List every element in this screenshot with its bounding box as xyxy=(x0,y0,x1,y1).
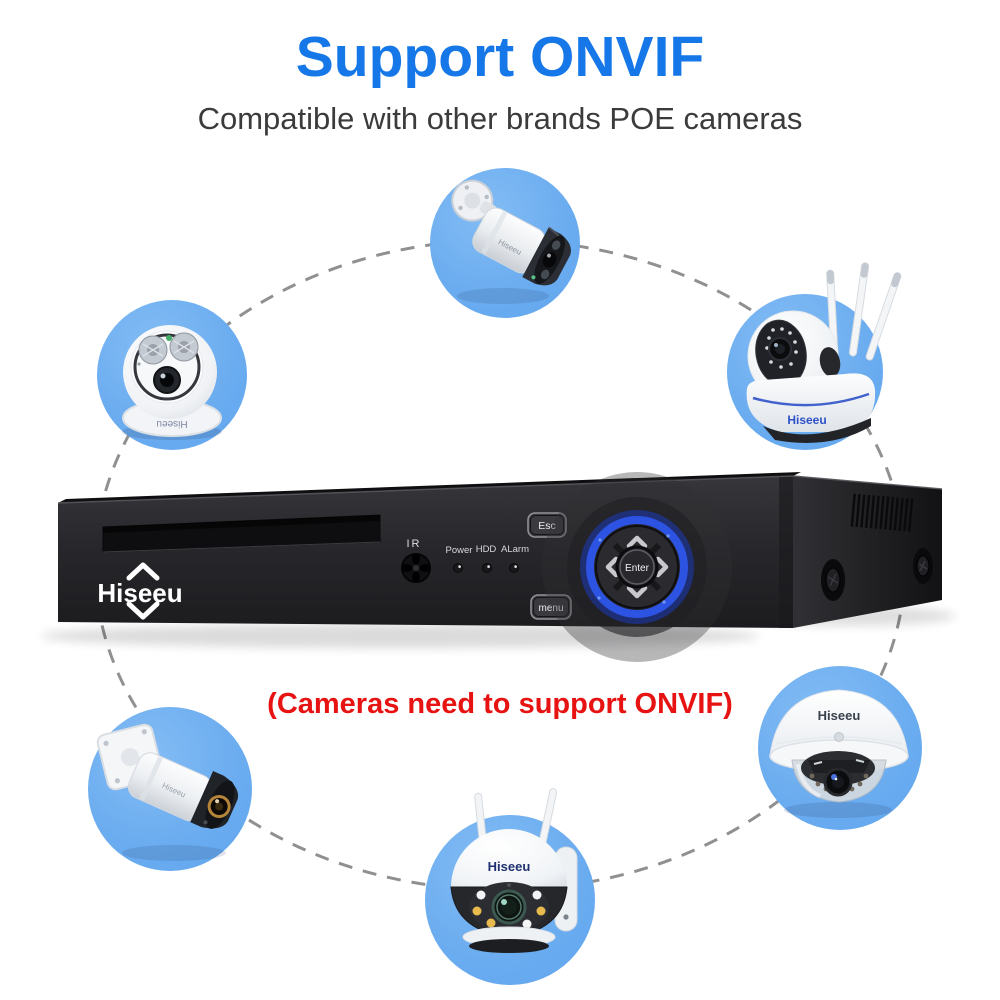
led-lights xyxy=(472,883,546,929)
camera-brand-label: Hiseeu xyxy=(787,413,826,427)
arrow-up-icon xyxy=(626,535,648,549)
svg-text:Hiseeu: Hiseeu xyxy=(97,578,182,608)
bullet-camera-icon: Hiseeu xyxy=(451,179,571,304)
alarm-led xyxy=(509,563,519,573)
ir-label: IR xyxy=(407,538,422,550)
alarm-led-label: ALarm xyxy=(501,544,529,555)
navigation-pad: Enter xyxy=(542,472,732,662)
svg-text:Enter: Enter xyxy=(625,563,650,574)
ptz-camera-icon: Hiseeu xyxy=(450,788,578,953)
camera-brand-label: Hiseeu xyxy=(488,859,531,874)
nav-blue-ring xyxy=(586,516,688,618)
pan-tilt-camera-icon: Hiseeu xyxy=(746,262,902,443)
camera-brand-label: Hiseeu xyxy=(156,418,187,429)
camera-circle-top-left: Hiseeu xyxy=(97,300,247,450)
camera-circle-top-center: Hiseeu xyxy=(430,168,580,318)
compatibility-note: (Cameras need to support ONVIF) xyxy=(267,688,733,720)
brand-logo: Hiseeu xyxy=(97,562,183,620)
esc-button: Esc xyxy=(527,512,567,538)
side-vents xyxy=(850,493,914,532)
camera-circle-bottom-right: Hiseeu xyxy=(758,666,922,830)
camera-lens xyxy=(542,252,557,268)
ir-sensor: IR xyxy=(401,538,431,583)
camera-brand-label: Hiseeu xyxy=(818,708,861,723)
arrow-down-icon xyxy=(626,585,648,599)
arrow-left-icon xyxy=(605,556,619,578)
camera-circle-top-right: Hiseeu xyxy=(727,262,902,450)
wifi-antennas xyxy=(826,262,902,361)
menu-button: menu xyxy=(530,594,572,620)
page-title: Support ONVIF xyxy=(295,25,705,89)
vandal-dome-camera-icon: Hiseeu xyxy=(769,689,909,818)
side-screw xyxy=(821,559,845,601)
side-screw xyxy=(913,548,933,584)
svg-text:Esc: Esc xyxy=(538,520,556,532)
power-led xyxy=(453,563,463,573)
hdd-led xyxy=(482,563,492,573)
camera-circle-bottom-left: Hiseeu xyxy=(88,707,252,871)
page-subtitle: Compatible with other brands POE cameras xyxy=(197,101,803,136)
bullet-camera-icon: Hiseeu xyxy=(96,723,239,861)
front-vent-slot xyxy=(102,514,381,553)
dome-camera-icon: Hiseeu xyxy=(122,325,222,440)
enter-button: Enter xyxy=(615,545,659,589)
power-led-label: Power xyxy=(446,545,473,556)
camera-circle-bottom-center: Hiseeu xyxy=(425,788,595,985)
hdd-led-label: HDD xyxy=(476,544,497,555)
svg-text:menu: menu xyxy=(538,603,563,614)
status-leds: Power HDD ALarm xyxy=(446,544,529,573)
arrow-right-icon xyxy=(655,556,669,578)
nvr-recorder: Hiseeu IR Power HDD ALarm Esc xyxy=(40,472,955,662)
